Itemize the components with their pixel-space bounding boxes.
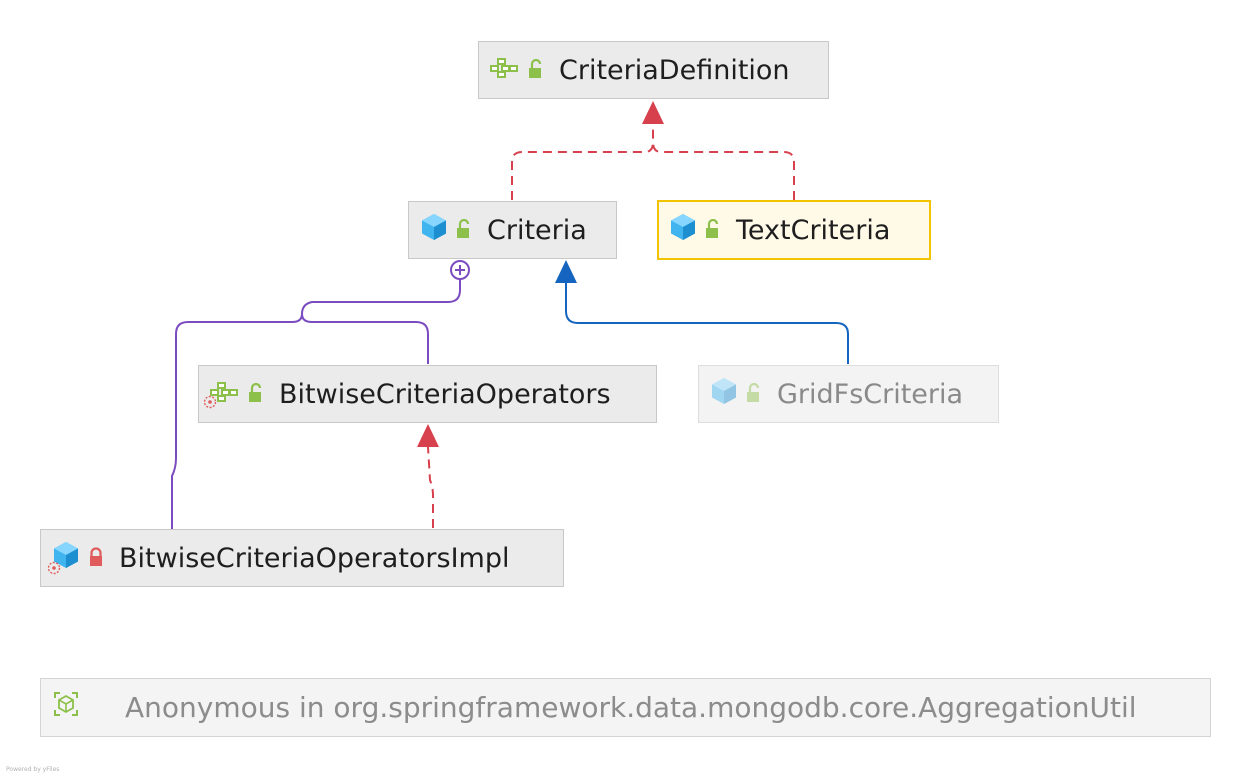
static-badge-icon [47,551,61,582]
public-access-icon [745,379,763,410]
private-access-icon [87,543,105,574]
anonymous-class-label: Anonymous in org.springframework.data.mo… [125,691,1137,724]
node-label: BitwiseCriteriaOperators [279,378,611,410]
interface-icon [489,55,519,86]
class-icon [47,541,79,576]
edge-bitwise-operators-impl-inner-of-criteria [171,313,303,529]
static-badge-icon [203,385,217,416]
class-icon [711,377,737,412]
node-label: Criteria [487,214,587,246]
node-grid-fs-criteria[interactable]: GridFsCriteria [698,365,999,423]
class-icon [670,213,696,248]
node-criteria-definition[interactable]: CriteriaDefinition [478,41,829,99]
edge-bitwise-operators-inner-of-criteria [300,279,461,364]
anonymous-class-icon [53,691,79,724]
public-access-icon [247,379,265,410]
implements-arrowhead [417,424,439,447]
node-label: GridFsCriteria [777,378,964,410]
public-access-icon [527,55,545,86]
node-bitwise-criteria-operators[interactable]: BitwiseCriteriaOperators [198,365,657,423]
anonymous-class-node[interactable]: Anonymous in org.springframework.data.mo… [40,678,1211,737]
interface-icon [203,379,239,410]
implements-arrowhead [642,101,664,124]
node-label: BitwiseCriteriaOperatorsImpl [119,542,510,574]
edge-grid-fs-criteria-extends-criteria [565,283,849,364]
public-access-icon [704,215,722,246]
node-label: CriteriaDefinition [559,54,790,86]
edge-text-criteria-implements-criteria-definition [652,141,795,200]
node-label: TextCriteria [736,214,891,246]
public-access-icon [455,215,473,246]
edge-criteria-implements-criteria-definition [511,124,654,200]
node-bitwise-criteria-operators-impl[interactable]: BitwiseCriteriaOperatorsImpl [40,529,564,587]
extends-arrowhead [555,260,577,283]
powered-by-label: Powered by yFiles [6,766,60,773]
edge-impl-implements-bitwise-operators [427,446,434,528]
class-icon [421,213,447,248]
node-criteria[interactable]: Criteria [408,201,617,259]
node-text-criteria[interactable]: TextCriteria [657,200,931,260]
